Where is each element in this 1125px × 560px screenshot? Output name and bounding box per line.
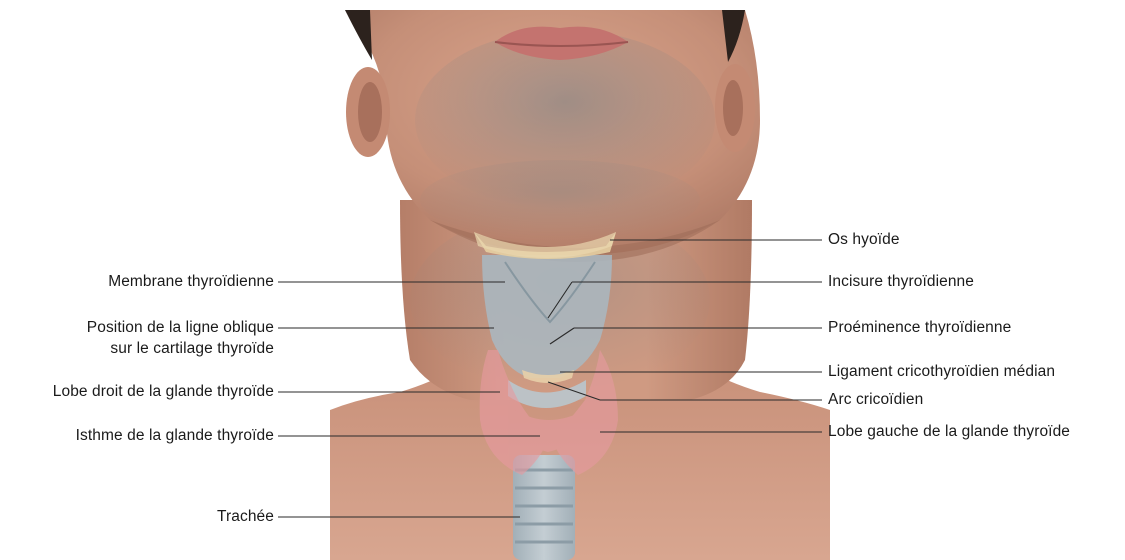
label-membrane-thyroidienne: Membrane thyroïdienne <box>108 272 274 292</box>
label-ligament-cricothyroidien: Ligament cricothyroïdien médian <box>828 362 1055 382</box>
label-incisure-thyroidienne: Incisure thyroïdienne <box>828 272 974 292</box>
label-trachee: Trachée <box>217 507 274 527</box>
label-lobe-gauche: Lobe gauche de la glande thyroïde <box>828 422 1070 442</box>
label-proeminence-thyroidienne: Proéminence thyroïdienne <box>828 318 1011 338</box>
label-lobe-droit: Lobe droit de la glande thyroïde <box>53 382 274 402</box>
label-arc-cricoidien: Arc cricoïdien <box>828 390 923 410</box>
label-isthme: Isthme de la glande thyroïde <box>76 426 274 446</box>
label-position-ligne-oblique-1: Position de la ligne oblique <box>87 318 274 338</box>
label-os-hyoide: Os hyoïde <box>828 230 900 250</box>
label-position-ligne-oblique-2: sur le cartilage thyroïde <box>110 339 274 359</box>
